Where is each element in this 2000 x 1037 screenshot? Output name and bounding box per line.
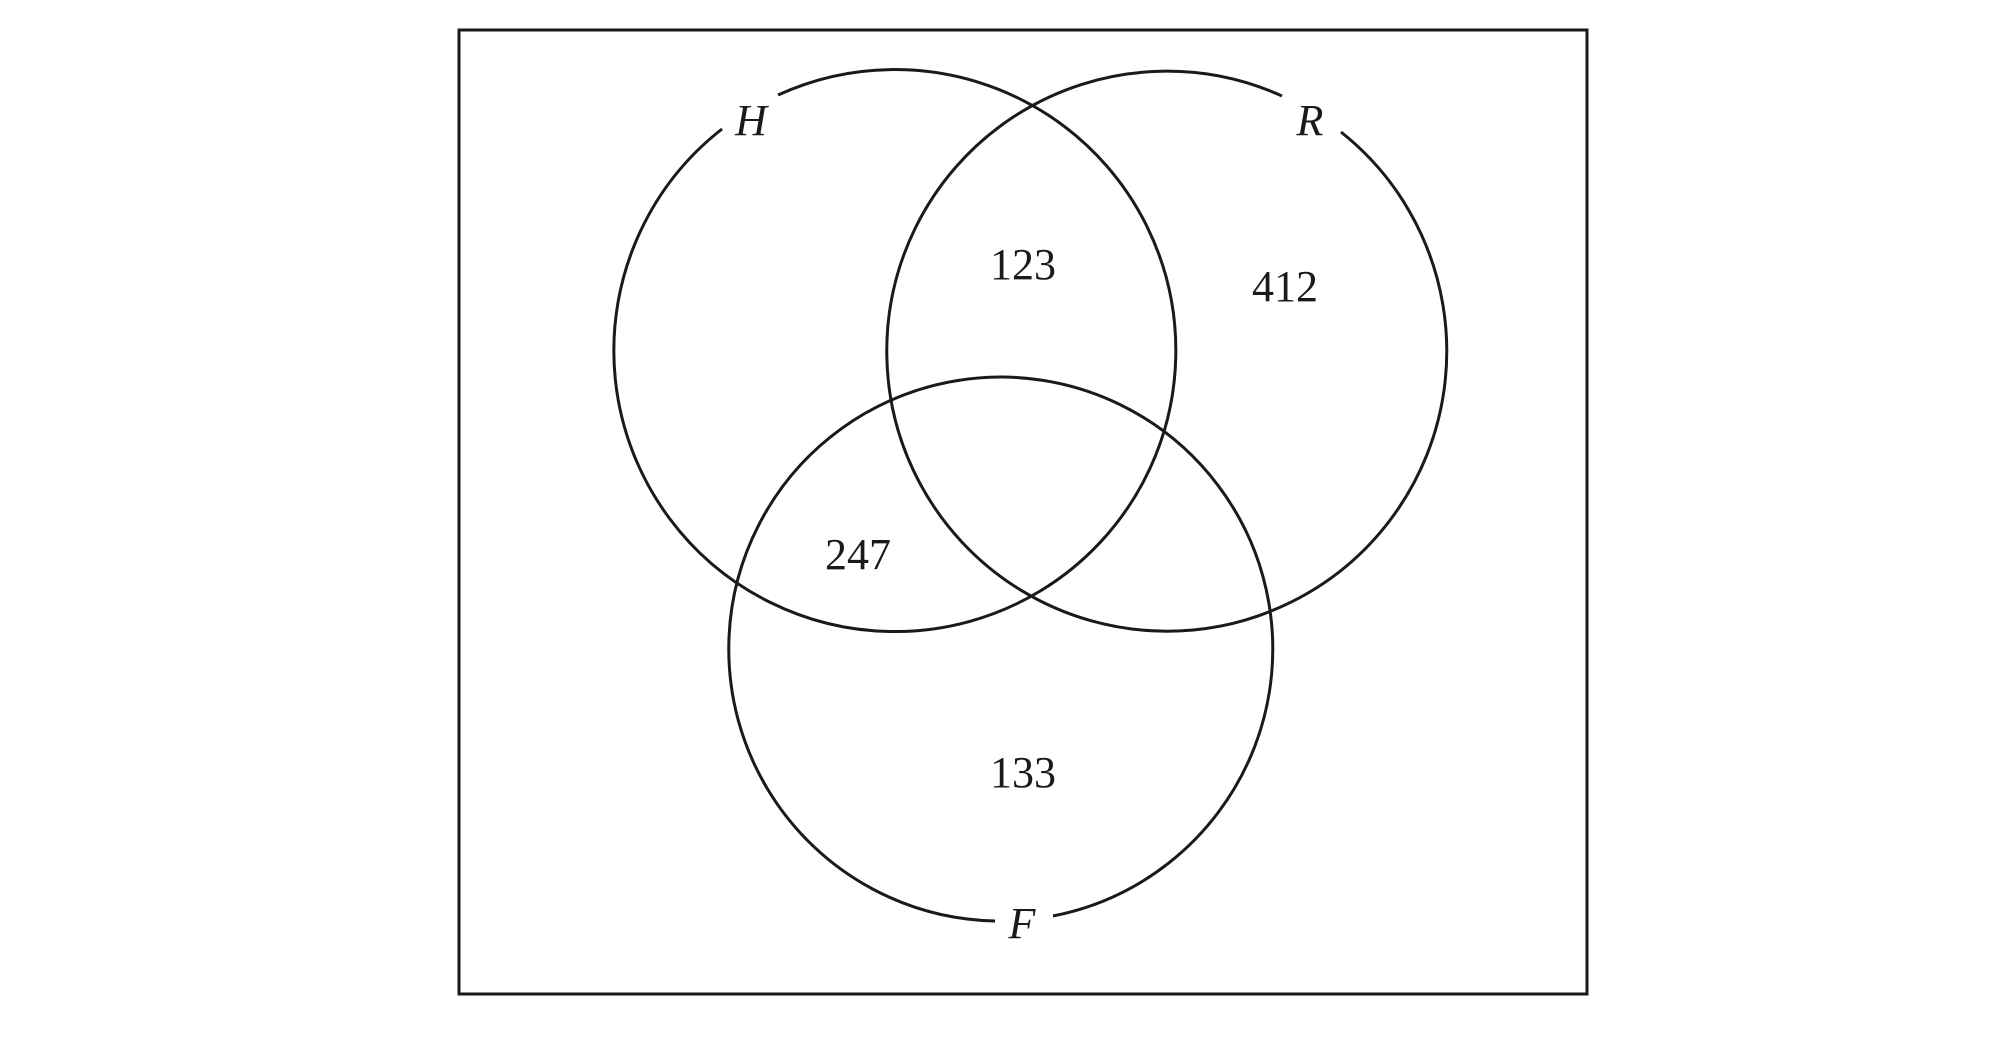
set-f-circle: [727, 375, 1275, 923]
region-f-only-count: 133: [990, 748, 1056, 797]
region-r-only-count: 412: [1252, 262, 1318, 311]
set-h-circle: [612, 68, 1178, 634]
universe-rectangle: [457, 28, 1589, 996]
region-h-and-r-count: 123: [990, 240, 1056, 289]
set-r-label: R: [1296, 96, 1324, 145]
region-h-and-f-count: 247: [825, 530, 891, 579]
set-h-label: H: [734, 96, 769, 145]
set-r-circle: [885, 69, 1449, 633]
set-f-label: F: [1008, 899, 1037, 948]
